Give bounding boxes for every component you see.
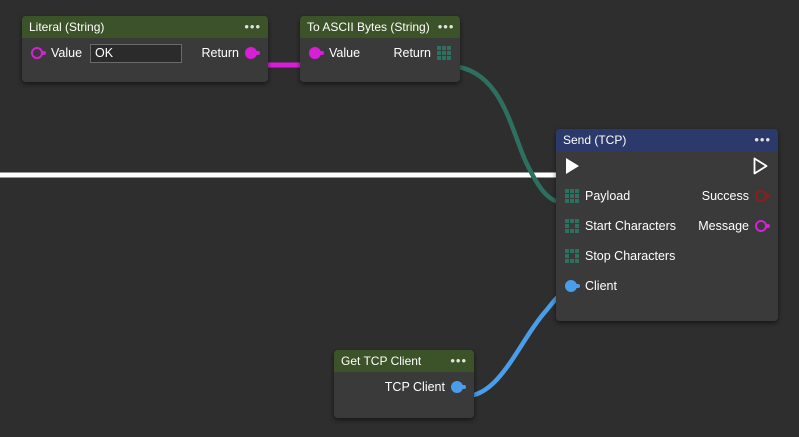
literal-value-input[interactable] — [90, 43, 183, 63]
node-header[interactable]: Send (TCP) ••• — [556, 129, 778, 151]
node-row: Stop Characters — [556, 241, 778, 271]
input-port-value[interactable]: Value — [22, 43, 183, 63]
port-circle-filled-icon[interactable] — [245, 46, 260, 60]
node-header[interactable]: Literal (String) ••• — [22, 16, 268, 38]
input-label-payload: Payload — [585, 188, 631, 203]
exec-row — [556, 151, 778, 181]
node-title: To ASCII Bytes (String) — [307, 20, 430, 34]
input-port-start-characters[interactable]: Start Characters — [556, 219, 676, 233]
node-header[interactable]: Get TCP Client ••• — [334, 350, 474, 372]
node-menu-icon[interactable]: ••• — [754, 132, 771, 147]
input-port-payload[interactable]: Payload — [556, 189, 630, 203]
node-send-tcp[interactable]: Send (TCP) ••• — [556, 129, 778, 321]
port-circle-filled-icon[interactable] — [309, 46, 324, 60]
input-port-client[interactable]: Client — [556, 279, 617, 293]
exec-in-triangle-icon[interactable] — [565, 157, 581, 175]
node-body: Payload Success Start Char — [556, 151, 778, 321]
node-body: TCP Client — [334, 372, 474, 418]
port-circle-hollow-icon[interactable] — [31, 46, 46, 60]
output-label-tcp-client: TCP Client — [384, 379, 445, 394]
node-menu-icon[interactable]: ••• — [437, 19, 455, 34]
node-row: Payload Success — [556, 181, 778, 211]
output-port-message[interactable]: Message — [698, 219, 778, 233]
input-label-value: Value — [51, 45, 83, 60]
output-label-success: Success — [701, 188, 749, 203]
exec-out-triangle-icon[interactable] — [753, 157, 769, 175]
output-port-return[interactable]: Return — [393, 46, 460, 60]
port-circle-hollow-icon[interactable] — [755, 219, 770, 233]
port-array-grid-icon[interactable] — [565, 249, 579, 263]
input-label-start-characters: Start Characters — [585, 218, 677, 233]
input-label-stop-characters: Stop Characters — [585, 248, 676, 263]
output-port-success[interactable]: Success — [702, 189, 778, 203]
output-label-return: Return — [393, 45, 431, 60]
port-array-grid-icon[interactable] — [565, 189, 579, 203]
node-row: TCP Client — [334, 372, 474, 402]
node-row: Client — [556, 271, 778, 301]
input-label-client: Client — [585, 278, 617, 293]
node-menu-icon[interactable]: ••• — [450, 353, 467, 368]
node-body: Value Return — [300, 38, 460, 82]
input-port-value[interactable]: Value — [300, 46, 360, 60]
port-circle-hollow-icon[interactable] — [755, 189, 770, 203]
node-menu-icon[interactable]: ••• — [244, 19, 261, 34]
node-title: Get TCP Client — [341, 354, 422, 368]
output-label-message: Message — [698, 218, 749, 233]
node-title: Send (TCP) — [563, 133, 627, 147]
node-title: Literal (String) — [29, 20, 105, 34]
port-circle-filled-icon[interactable] — [565, 279, 580, 293]
port-array-grid-icon[interactable] — [565, 219, 579, 233]
port-array-grid-icon[interactable] — [437, 46, 451, 60]
node-row: Value Return — [22, 38, 268, 68]
wire-tcp-client-to-client — [463, 288, 571, 399]
output-label-return: Return — [201, 45, 239, 60]
wire-ascii-return-to-payload — [449, 63, 569, 206]
port-circle-filled-icon[interactable] — [451, 380, 466, 394]
node-literal-string[interactable]: Literal (String) ••• Value Return — [22, 16, 268, 82]
output-port-tcp-client[interactable]: TCP Client — [385, 380, 474, 394]
node-row: Value Return — [300, 38, 460, 68]
node-to-ascii-bytes[interactable]: To ASCII Bytes (String) ••• Value Return — [300, 16, 460, 82]
input-label-value: Value — [329, 45, 361, 60]
output-port-return[interactable]: Return — [201, 46, 268, 60]
node-row: Start Characters Message — [556, 211, 778, 241]
input-port-stop-characters[interactable]: Stop Characters — [556, 249, 675, 263]
node-body: Value Return — [22, 38, 268, 82]
node-get-tcp-client[interactable]: Get TCP Client ••• TCP Client — [334, 350, 474, 418]
node-header[interactable]: To ASCII Bytes (String) ••• — [300, 16, 460, 38]
